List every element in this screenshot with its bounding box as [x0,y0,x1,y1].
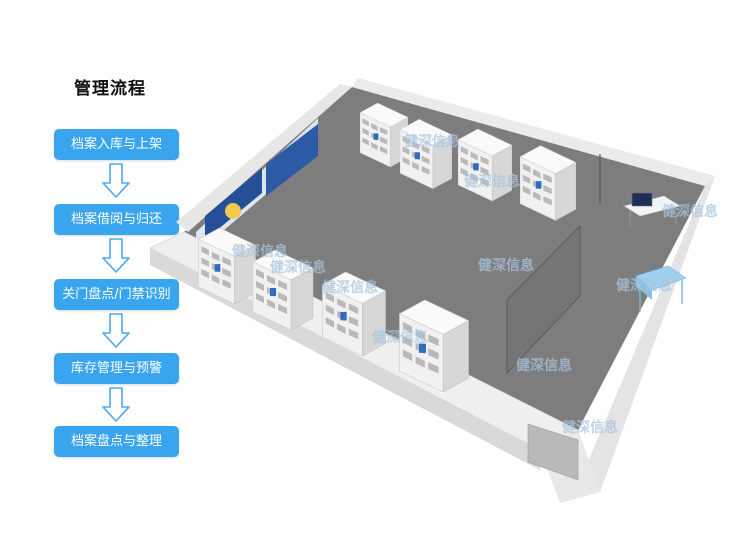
front-wall-edge [150,248,540,470]
glass-partition [506,225,581,375]
watermark-text: 健深信息 [404,133,460,150]
flow-title: 管理流程 [74,79,146,99]
watermark-text: 健深信息 [478,257,534,274]
flow-step-2: 档案借阅与归还 [54,204,179,235]
monitor-icon [631,192,653,207]
watermark-text: 健深信息 [322,279,378,296]
blue-display-panel [266,124,318,196]
flow-step-1: 档案入库与上架 [54,129,179,160]
back-wall-left [176,84,352,232]
flow-step-4: 库存管理与预警 [54,353,179,384]
watermark-text: 健深信息 [562,419,618,436]
watermark-text: 健深信息 [516,357,572,374]
watermark-text: 健深信息 [464,173,520,190]
right-wall [578,176,715,492]
watermark-text: 健深信息 [372,329,428,346]
emblem-icon [225,203,241,219]
down-arrow-icon [102,313,130,348]
flow-step-3: 关门盘点/门禁识别 [54,279,179,310]
watermark-text: 健深信息 [232,243,288,260]
down-arrow-icon [102,163,130,198]
blue-table [635,265,687,291]
flow-step-5: 档案盘点与整理 [54,426,179,457]
entrance-door [527,423,579,481]
down-arrow-icon [102,387,130,422]
watermark-text: 健深信息 [270,259,326,276]
watermark-text: 健深信息 [616,277,672,294]
watermark-group: 健深信息 健深信息 健深信息 健深信息 健深信息 健深信息 健深信息 健深信息 … [232,133,718,436]
watermark-text: 健深信息 [662,203,718,220]
back-wall-right [352,78,715,186]
down-arrow-icon [102,238,130,273]
